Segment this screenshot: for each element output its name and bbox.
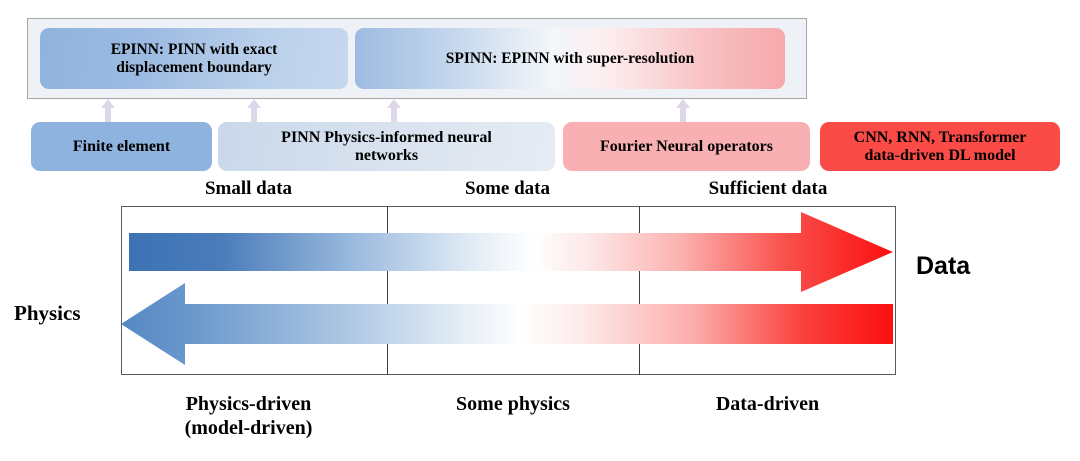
bottom-label-physics-driven: Physics-driven (model-driven) — [121, 392, 376, 440]
model-pill-epinn-label: EPINN: PINN with exact displacement boun… — [111, 41, 278, 76]
up-arrow-icon-1 — [101, 99, 115, 129]
method-pill-cnn-rnn-transformer[interactable]: CNN, RNN, Transformer data-driven DL mod… — [820, 122, 1060, 171]
spectrum-frame — [121, 206, 896, 375]
data-driven-line-1: Data-driven — [715, 393, 820, 415]
pinn-line-1: PINN Physics-informed neural — [281, 128, 492, 146]
model-pill-epinn[interactable]: EPINN: PINN with exact displacement boun… — [40, 28, 348, 89]
epinn-line-1: EPINN: PINN with exact — [110, 41, 278, 59]
spectrum-divider-2 — [639, 206, 640, 375]
axis-label-sufficient-data: Sufficient data — [708, 178, 828, 199]
cnn-line-1: CNN, RNN, Transformer — [853, 128, 1027, 146]
method-pill-cnn-label: CNN, RNN, Transformer data-driven DL mod… — [854, 129, 1027, 165]
model-pill-spinn-label: SPINN: EPINN with super-resolution — [445, 49, 695, 67]
bottom-label-some-physics: Some physics — [387, 392, 639, 416]
model-pill-spinn[interactable]: SPINN: EPINN with super-resolution — [355, 28, 785, 89]
physics-driven-line-2: (model-driven) — [184, 417, 313, 439]
bottom-label-data-driven: Data-driven — [639, 392, 896, 416]
method-pill-pinn-label: PINN Physics-informed neural networks — [281, 129, 492, 165]
some-physics-line-1: Some physics — [456, 393, 570, 415]
method-pill-finite-element[interactable]: Finite element — [31, 122, 212, 171]
axis-label-small-data: Small data — [204, 178, 293, 199]
up-arrow-icon-2 — [247, 99, 261, 129]
physics-driven-line-1: Physics-driven — [185, 393, 312, 415]
up-arrow-icon-3 — [387, 99, 401, 129]
method-pill-finite-element-label: Finite element — [72, 137, 171, 155]
epinn-line-2: displacement boundary — [116, 58, 272, 76]
cnn-line-2: data-driven DL model — [864, 146, 1016, 164]
pinn-line-2: networks — [354, 146, 419, 164]
spectrum-divider-1 — [387, 206, 388, 375]
side-label-data: Data — [916, 252, 971, 280]
method-pill-pinn[interactable]: PINN Physics-informed neural networks — [218, 122, 555, 171]
axis-label-some-data: Some data — [465, 178, 550, 199]
method-pill-fourier-neural-operators[interactable]: Fourier Neural operators — [563, 122, 810, 171]
method-pill-fno-label: Fourier Neural operators — [600, 137, 773, 155]
side-label-physics: Physics — [14, 301, 81, 325]
up-arrow-icon-4 — [676, 99, 690, 129]
